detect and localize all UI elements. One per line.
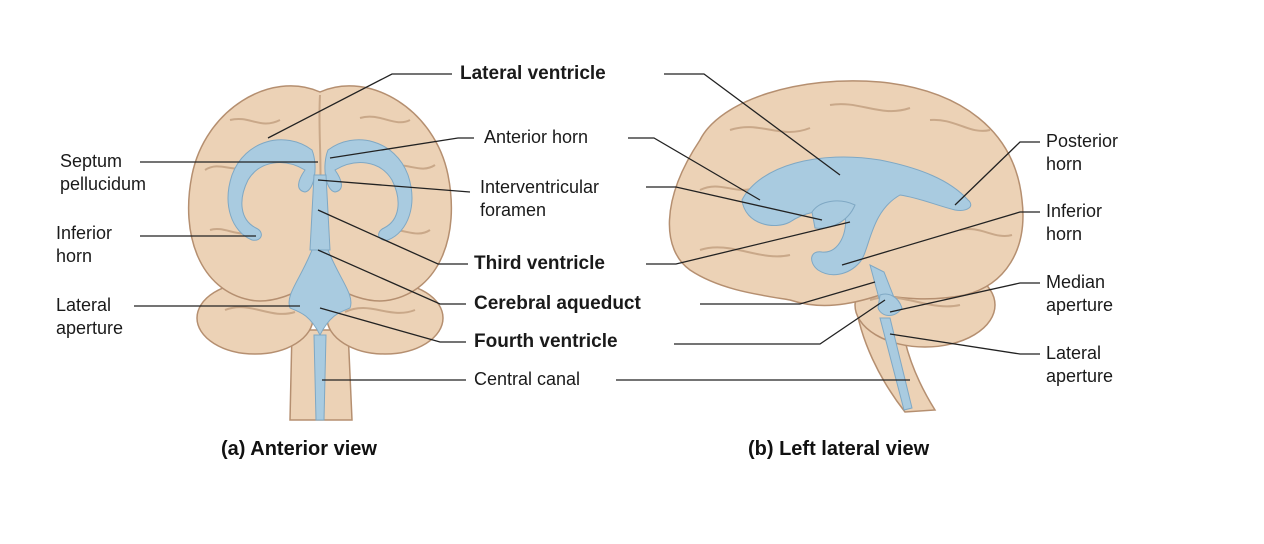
leader-interventricular-foramen-right [646, 186, 823, 221]
caption-anterior-view: (a) Anterior view [221, 438, 377, 460]
caption-lateral-view: (b) Left lateral view [748, 438, 930, 460]
label-posterior-horn: Posterior horn [1046, 131, 1119, 174]
leader-cerebral-aqueduct-right [700, 281, 876, 305]
leader-third-ventricle-left [317, 209, 468, 265]
label-anterior-horn: Anterior horn [484, 127, 589, 147]
lateral-gyrus-fold [959, 227, 1013, 238]
leader-fourth-ventricle-right [674, 299, 886, 345]
label-inferior-horn-right: Inferior horn [1046, 201, 1103, 244]
anterior-third-ventricle [309, 174, 331, 251]
leader-lateral-aperture-right [889, 333, 1040, 355]
leader-cerebral-aqueduct-left [317, 249, 466, 305]
label-median-aperture: Median aperture [1046, 272, 1114, 315]
leader-posterior-horn [954, 141, 1040, 206]
label-interventricular-foramen: Interventricular foramen [480, 177, 600, 220]
anterior-gyrus-fold [344, 307, 416, 314]
lateral-brain-illustration [668, 80, 1024, 413]
leader-fourth-ventricle-left [319, 307, 466, 343]
lateral-gyrus-fold [829, 103, 911, 113]
label-central-canal: Central canal [474, 369, 581, 389]
lateral-gyrus-fold [699, 246, 791, 258]
anterior-gyrus-fold [224, 306, 296, 315]
anterior-central-canal [313, 334, 327, 421]
leader-anterior-horn-right [628, 137, 761, 201]
lateral-gyrus-fold [929, 118, 991, 132]
leader-interventricular-foramen-left [317, 179, 471, 193]
label-lateral-aperture-right: Lateral aperture [1046, 343, 1114, 386]
anterior-brain-illustration [187, 85, 453, 421]
leader-median-aperture [889, 282, 1040, 313]
lateral-central-canal [879, 317, 913, 411]
leader-lateral-ventricle-left [267, 73, 452, 139]
anterior-lateral-ventricle-right [324, 139, 413, 241]
leader-lateral-ventricle-right [664, 73, 841, 176]
leader-lines [134, 73, 1040, 381]
label-septum-pellucidum: Septum pellucidum [60, 151, 147, 194]
leader-anterior-horn-left [329, 137, 474, 159]
label-fourth-ventricle: Fourth ventricle [474, 331, 618, 352]
anterior-lateral-ventricle-left [227, 139, 316, 241]
anterior-gyrus-fold [359, 115, 411, 124]
leader-inferior-horn-right [841, 211, 1040, 266]
label-lateral-ventricle: Lateral ventricle [460, 63, 606, 84]
lateral-gyrus-fold [729, 126, 811, 133]
anterior-gyrus-fold [229, 117, 281, 125]
label-third-ventricle: Third ventricle [474, 253, 605, 274]
label-lateral-aperture-left: Lateral aperture [56, 295, 124, 338]
leader-third-ventricle-right [646, 221, 851, 265]
label-cerebral-aqueduct: Cerebral aqueduct [474, 293, 641, 314]
label-inferior-horn-left: Inferior horn [56, 223, 113, 266]
